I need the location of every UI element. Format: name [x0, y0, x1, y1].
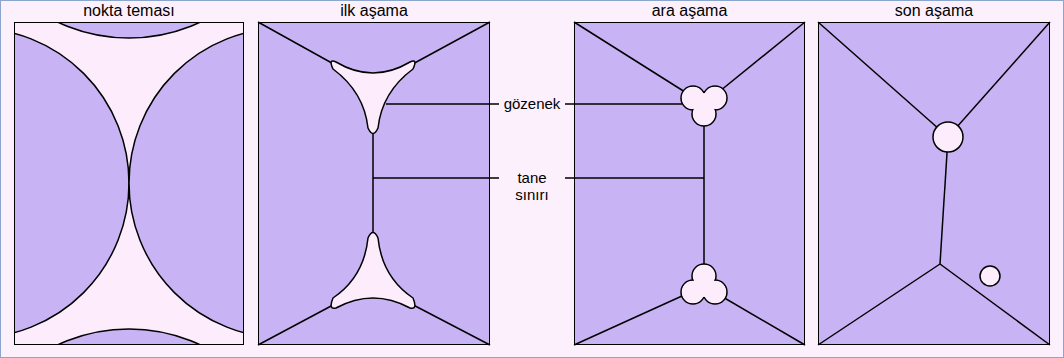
initial-stage-figure — [258, 22, 490, 345]
stage-panel: nokta teması — [14, 22, 244, 345]
leader-lines — [373, 104, 704, 178]
stage-heading: nokta teması — [15, 2, 243, 20]
final-stage-figure — [818, 22, 1050, 345]
stage-panel: ilk aşama — [258, 22, 490, 345]
stage-panel: ara aşama — [574, 22, 805, 345]
leader-line — [386, 103, 499, 105]
leader-line — [565, 103, 682, 105]
stage-heading: son aşama — [819, 2, 1049, 20]
stage-heading: ara aşama — [575, 2, 804, 20]
grain-boundary-label: tane sınırı — [504, 169, 560, 203]
leader-line — [565, 177, 704, 179]
intermediate-stage-figure — [574, 22, 805, 345]
pore-label: gözenek — [504, 95, 561, 112]
stage-panel: son aşama — [818, 22, 1050, 345]
stage-heading: ilk aşama — [259, 2, 489, 20]
leader-line — [373, 177, 499, 179]
